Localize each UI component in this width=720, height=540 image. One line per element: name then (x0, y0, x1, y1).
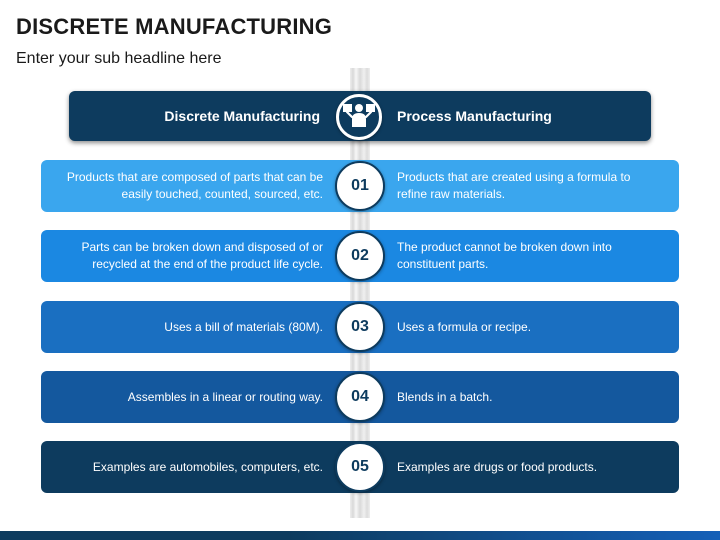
row-3-number-badge: 03 (335, 302, 385, 352)
presenter-icon (336, 94, 382, 140)
header-right-label: Process Manufacturing (397, 108, 552, 124)
row-3-process-text: Uses a formula or recipe. (397, 319, 532, 334)
row-5-discrete-text: Examples are automobiles, computers, etc… (92, 459, 323, 474)
row-4-process-text: Blends in a batch. (397, 389, 493, 404)
row-2-discrete-text: Parts can be broken down and disposed of… (81, 240, 324, 271)
row-3-discrete-text: Uses a bill of materials (80M). (164, 319, 323, 334)
footer-band (0, 531, 720, 540)
row-2-number-badge: 02 (335, 231, 385, 281)
row-5-number-badge: 05 (335, 442, 385, 492)
row-1-number-badge: 01 (335, 161, 385, 211)
row-4-discrete-text: Assembles in a linear or routing way. (127, 389, 323, 404)
row-4-number-badge: 04 (335, 372, 385, 422)
row-1-process-text: Products that are created using a formul… (397, 170, 631, 201)
page-subtitle: Enter your sub headline here (16, 50, 222, 67)
row-1-discrete-text: Products that are composed of parts that… (66, 170, 323, 201)
row-2-process-text: The product cannot be broken down into c… (397, 240, 612, 271)
page-title: DISCRETE MANUFACTURING (16, 14, 333, 39)
header-left-label: Discrete Manufacturing (164, 108, 320, 124)
row-5-process-text: Examples are drugs or food products. (397, 459, 598, 474)
